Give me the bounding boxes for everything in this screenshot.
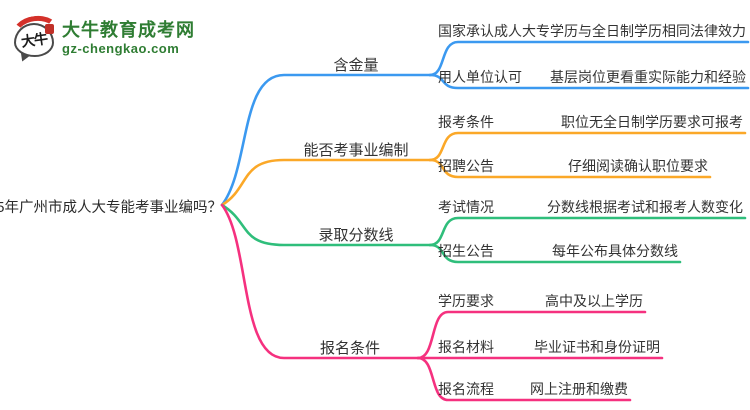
logo-site-domain: gz-chengkao.com	[62, 41, 180, 56]
leaf-row: 报考条件 职位无全日制学历要求可报考	[432, 112, 745, 132]
leaf-label: 学历要求	[438, 293, 494, 309]
branch2-child2-line	[428, 158, 712, 179]
leaf-row: 招生公告 每年公布具体分数线	[432, 241, 680, 261]
branch-label-baomingtiaojian: 报名条件	[319, 340, 380, 357]
leaf-value: 职位无全日制学历要求可报考	[561, 114, 743, 130]
logo-site-name: 大牛教育成考网	[62, 20, 195, 40]
leaf-value: 毕业证书和身份证明	[534, 339, 660, 355]
branch4-child1-line	[416, 310, 647, 360]
branch4-trunk-line	[220, 203, 420, 360]
leaf-row: 招聘公告 仔细阅读确认职位要求	[432, 156, 710, 176]
leaf-row: 考试情况 分数线根据考试和报考人数变化	[432, 197, 745, 217]
branch3-child1-line	[428, 216, 747, 247]
leaf-row: 报名材料 毕业证书和身份证明	[432, 337, 662, 357]
leaf-label: 考试情况	[438, 199, 494, 215]
leaf-value: 高中及以上学历	[545, 293, 643, 309]
leaf-label: 报考条件	[438, 114, 494, 130]
branch2-child1-line	[428, 131, 747, 162]
branch1-child1-line	[428, 40, 750, 77]
leaf-value: 网上注册和缴费	[530, 381, 628, 397]
logo-mark-text: 大牛	[20, 30, 48, 50]
leaf-row: 国家承认 成人大专学历与全日制学历相同法律效力	[432, 21, 748, 41]
branch2-trunk-line	[220, 158, 432, 207]
leaf-value: 成人大专学历与全日制学历相同法律效力	[494, 23, 746, 39]
leaf-value: 分数线根据考试和报考人数变化	[547, 199, 743, 215]
branch1-child2-line	[428, 73, 750, 90]
branch3-trunk-line	[220, 203, 432, 247]
root-topic: 2025年广州市成人大专能考事业编吗？	[0, 200, 222, 216]
branch-label-hanjinliang: 含金量	[333, 57, 379, 74]
branch3-child2-line	[428, 243, 682, 264]
logo-speech-bubble: 大牛	[14, 23, 54, 57]
leaf-label: 报名材料	[438, 339, 494, 355]
leaf-row: 学历要求 高中及以上学历	[432, 291, 645, 311]
branch1-trunk-line	[220, 73, 432, 207]
leaf-row: 报名流程 网上注册和缴费	[432, 379, 630, 399]
leaf-label: 招生公告	[438, 243, 494, 259]
logo-text-block: 大牛教育成考网 gz-chengkao.com	[62, 14, 195, 57]
site-logo: 大牛 大牛教育成考网 gz-chengkao.com	[9, 12, 195, 63]
branch4-child3-line	[416, 356, 632, 402]
leaf-value: 仔细阅读确认职位要求	[568, 158, 708, 174]
branch-label-shiyebianzhi: 能否考事业编制	[303, 142, 409, 159]
logo-bubble-icon: 大牛	[9, 12, 63, 63]
leaf-row: 用人单位认可 基层岗位更看重实际能力和经验	[432, 67, 748, 87]
leaf-value: 每年公布具体分数线	[552, 243, 678, 259]
leaf-label: 用人单位认可	[438, 69, 522, 85]
leaf-label: 国家承认	[438, 23, 494, 39]
leaf-value: 基层岗位更看重实际能力和经验	[550, 69, 746, 85]
leaf-label: 招聘公告	[438, 158, 494, 174]
logo-seal-icon	[45, 24, 54, 34]
branch-label-fenshuxian: 录取分数线	[318, 227, 394, 244]
leaf-label: 报名流程	[438, 381, 494, 397]
